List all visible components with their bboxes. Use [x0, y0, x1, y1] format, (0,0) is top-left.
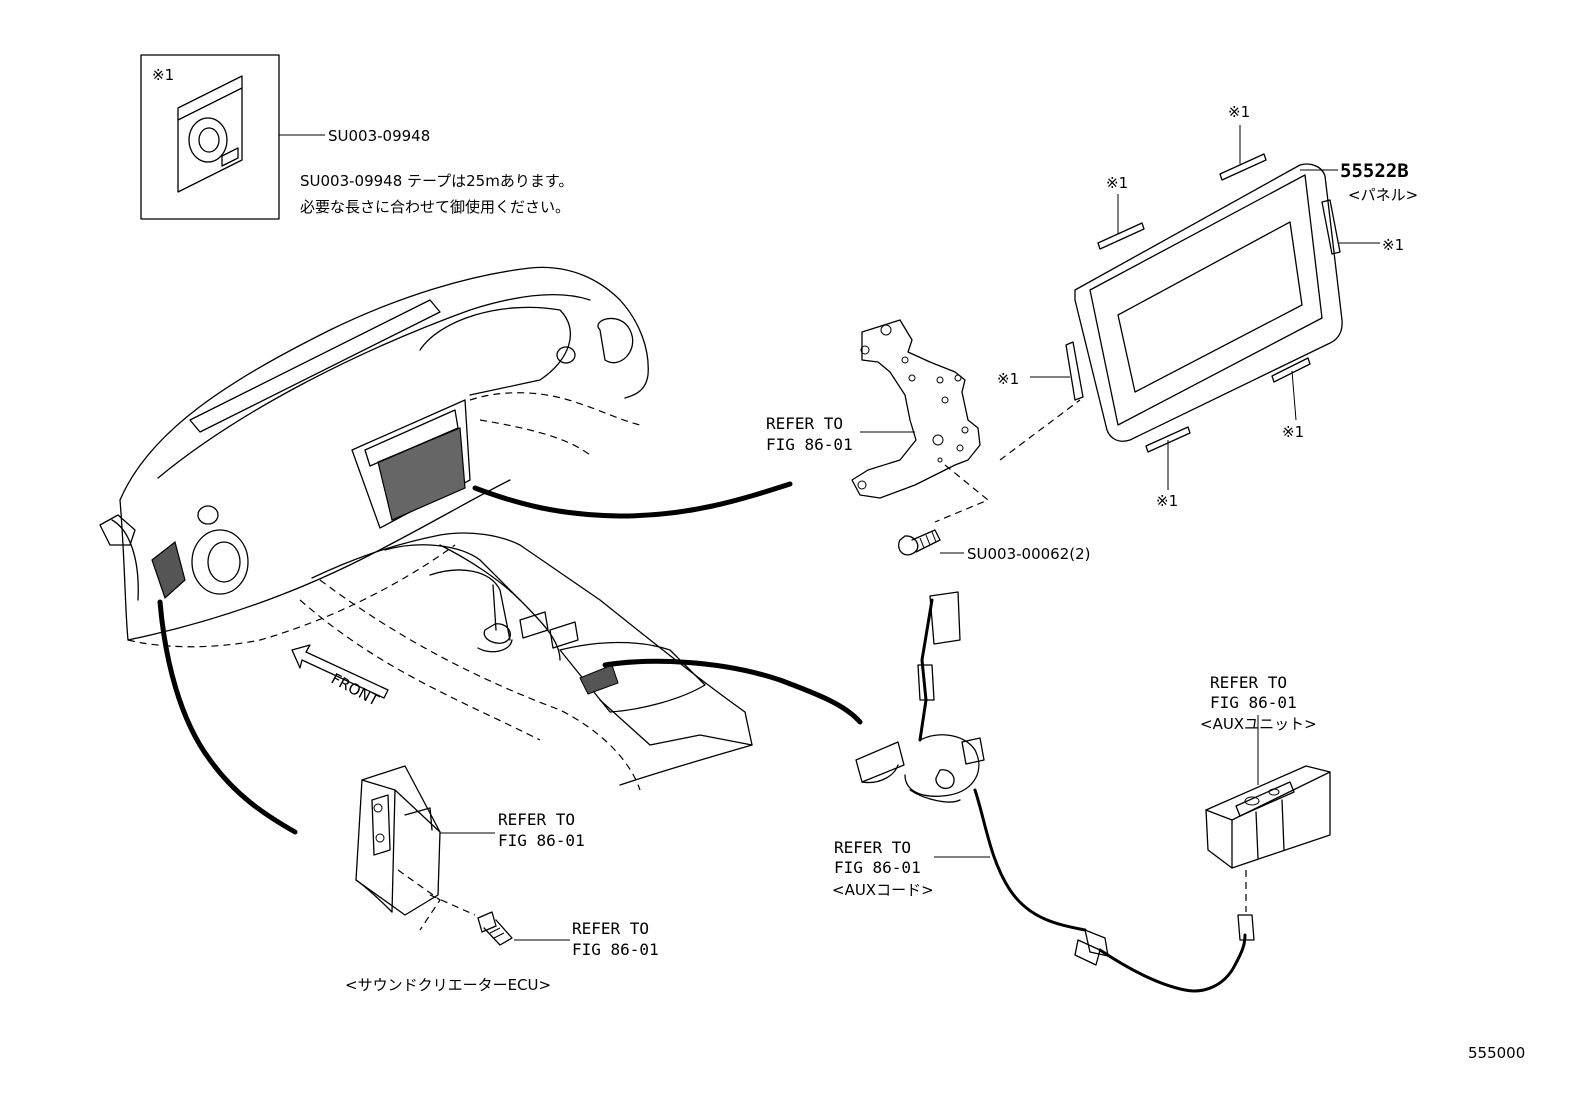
aux-cord-refer-line2: FIG 86-01: [834, 858, 921, 877]
instrument-panel-drawing: [99, 266, 753, 791]
ecu-refer-line1: REFER TO: [498, 810, 575, 829]
panel-tape-mark-1: ※1: [1228, 103, 1250, 121]
console-speaker-grille: [579, 664, 619, 695]
front-arrow-label: FRONT: [328, 670, 382, 710]
left-speaker-grille: [151, 540, 186, 600]
panel-tape-mark-6: ※1: [1156, 492, 1178, 510]
screw-part-code: SU003-00062(2): [967, 545, 1091, 563]
ecu-name: <サウンドクリエーターECU>: [345, 976, 551, 994]
panel-tape-mark-2: ※1: [1106, 174, 1128, 192]
aux-unit: REFER TO FIG 86-01 <AUXユニット>: [1200, 673, 1331, 869]
aux-unit-name: <AUXユニット>: [1200, 715, 1317, 733]
leader-display: [472, 481, 793, 519]
bolt-refer-line2: FIG 86-01: [572, 940, 659, 959]
panel-55522b: ※1 ※1 ※1 ※1 ※1 ※1 55522B <パネル>: [997, 103, 1418, 510]
tape-inset-frame: [140, 54, 280, 220]
center-display-grille: [377, 427, 466, 521]
leader-ecu: [157, 599, 298, 835]
ecu-refer-line2: FIG 86-01: [498, 831, 585, 850]
aux-unit-refer-line1: REFER TO: [1210, 673, 1287, 692]
display-bracket: REFER TO FIG 86-01 SU003-00062(2): [766, 319, 1091, 563]
aux-cord-name: <AUXコード>: [832, 881, 934, 899]
tape-inset-note-mark: ※1: [152, 66, 174, 84]
tape-part-code: SU003-09948: [328, 127, 430, 145]
tape-note-line1: SU003-09948 テープは25mあります。: [300, 172, 573, 190]
bolt-refer-line1: REFER TO: [572, 919, 649, 938]
leader-aux: [602, 658, 863, 725]
panel-tape-mark-4: ※1: [997, 370, 1019, 388]
bracket-refer-line1: REFER TO: [766, 414, 843, 433]
aux-cord: REFER TO FIG 86-01 <AUXコード>: [832, 591, 1255, 993]
sound-creator-ecu: REFER TO FIG 86-01 REFER TO FIG 86-01 <サ…: [345, 765, 659, 994]
front-direction-arrow: FRONT: [291, 644, 389, 710]
panel-name: <パネル>: [1348, 186, 1418, 204]
bolt-icon: [477, 911, 513, 946]
panel-tape-mark-5: ※1: [1282, 423, 1304, 441]
bracket-refer-line2: FIG 86-01: [766, 435, 853, 454]
panel-part-code: 55522B: [1340, 160, 1409, 182]
figure-number: 555000: [1468, 1044, 1525, 1062]
aux-unit-refer-line2: FIG 86-01: [1210, 693, 1297, 712]
panel-tape-mark-3: ※1: [1382, 236, 1404, 254]
screw-icon: [898, 529, 941, 556]
tape-inset: ※1 SU003-09948 SU003-09948 テープは25mあります。 …: [140, 54, 573, 220]
tape-note-line2: 必要な長さに合わせて御使用ください。: [300, 198, 570, 216]
tape-roll-icon: [177, 75, 243, 193]
aux-cord-refer-line1: REFER TO: [834, 838, 911, 857]
